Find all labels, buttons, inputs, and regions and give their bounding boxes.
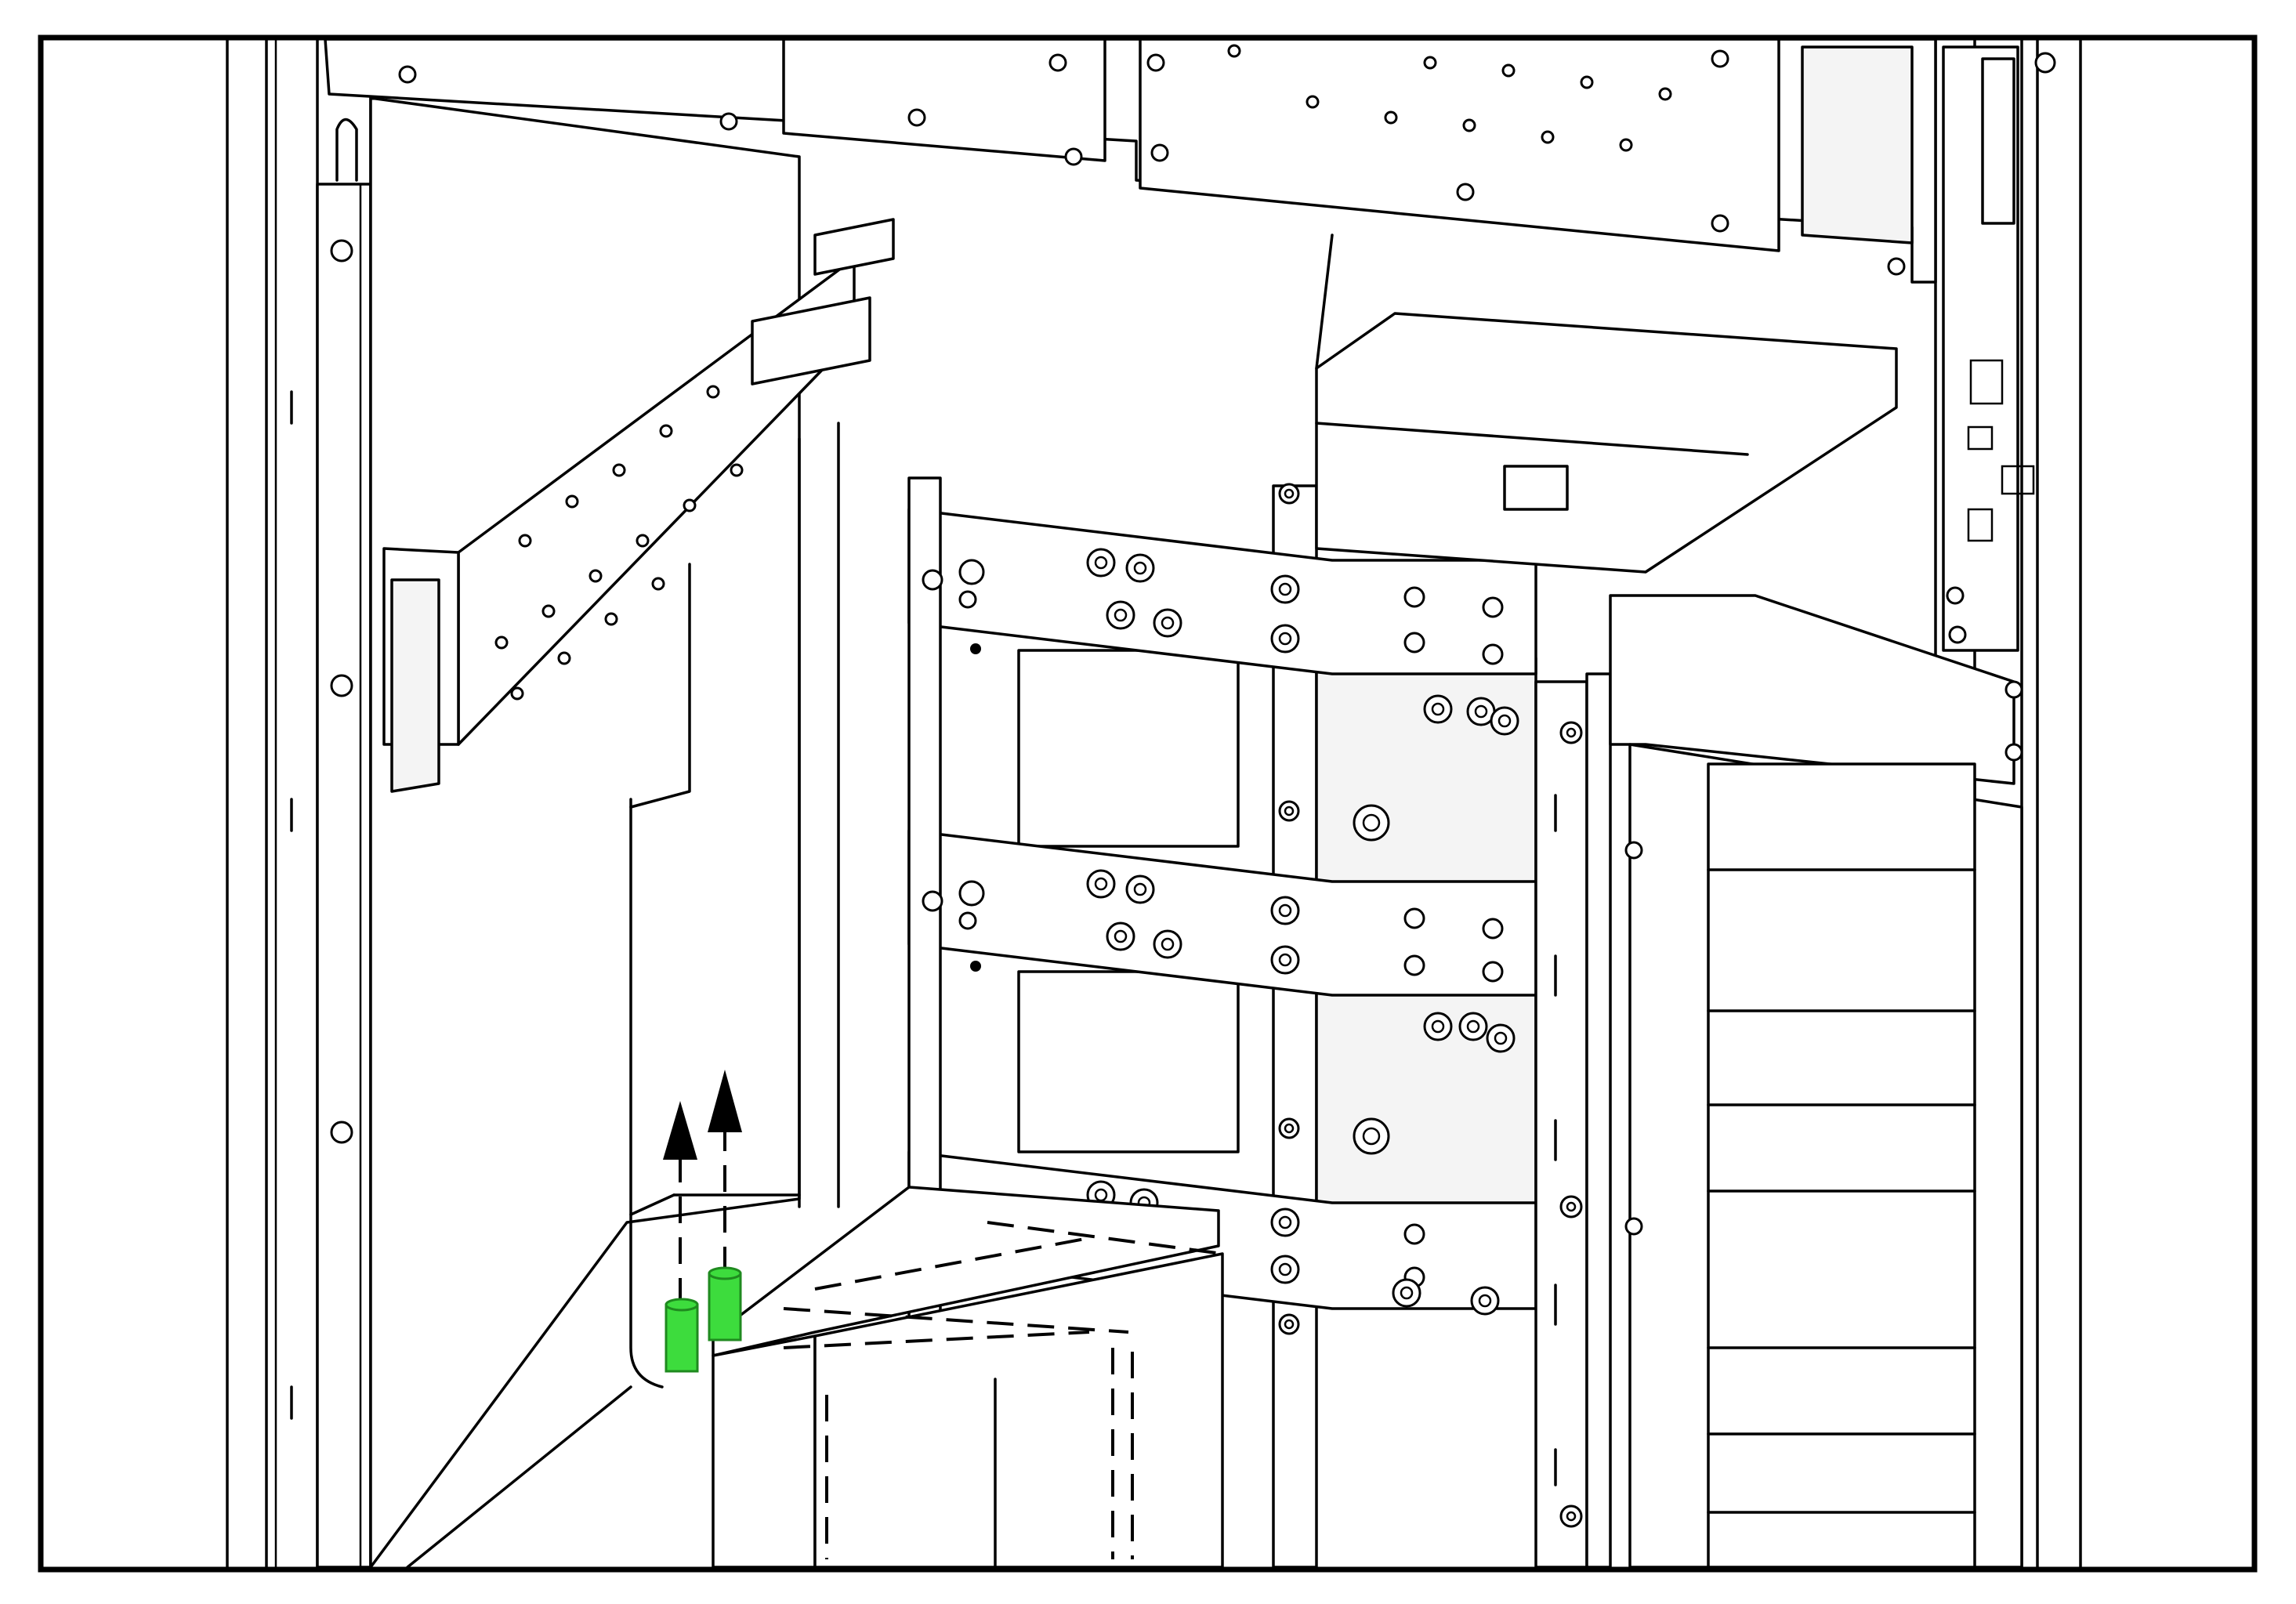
left-cabinet-frame <box>226 38 372 1569</box>
diagonal-rail <box>382 218 895 793</box>
lower-box-module <box>712 1186 1224 1569</box>
figure-frame <box>38 34 2258 1573</box>
green-spacer-right <box>708 1266 742 1341</box>
arrow-head-left <box>663 1101 697 1160</box>
upper-module <box>1315 234 1898 574</box>
highlighted-spacers <box>665 1266 742 1373</box>
busbar-assembly <box>907 476 1612 1569</box>
top-assembly <box>324 38 1937 284</box>
up-arrows <box>663 1070 742 1305</box>
green-spacer-left <box>665 1298 699 1373</box>
bolts <box>1086 483 1583 1528</box>
arrow-head-right <box>708 1070 742 1132</box>
right-compartment <box>1609 594 2023 1569</box>
